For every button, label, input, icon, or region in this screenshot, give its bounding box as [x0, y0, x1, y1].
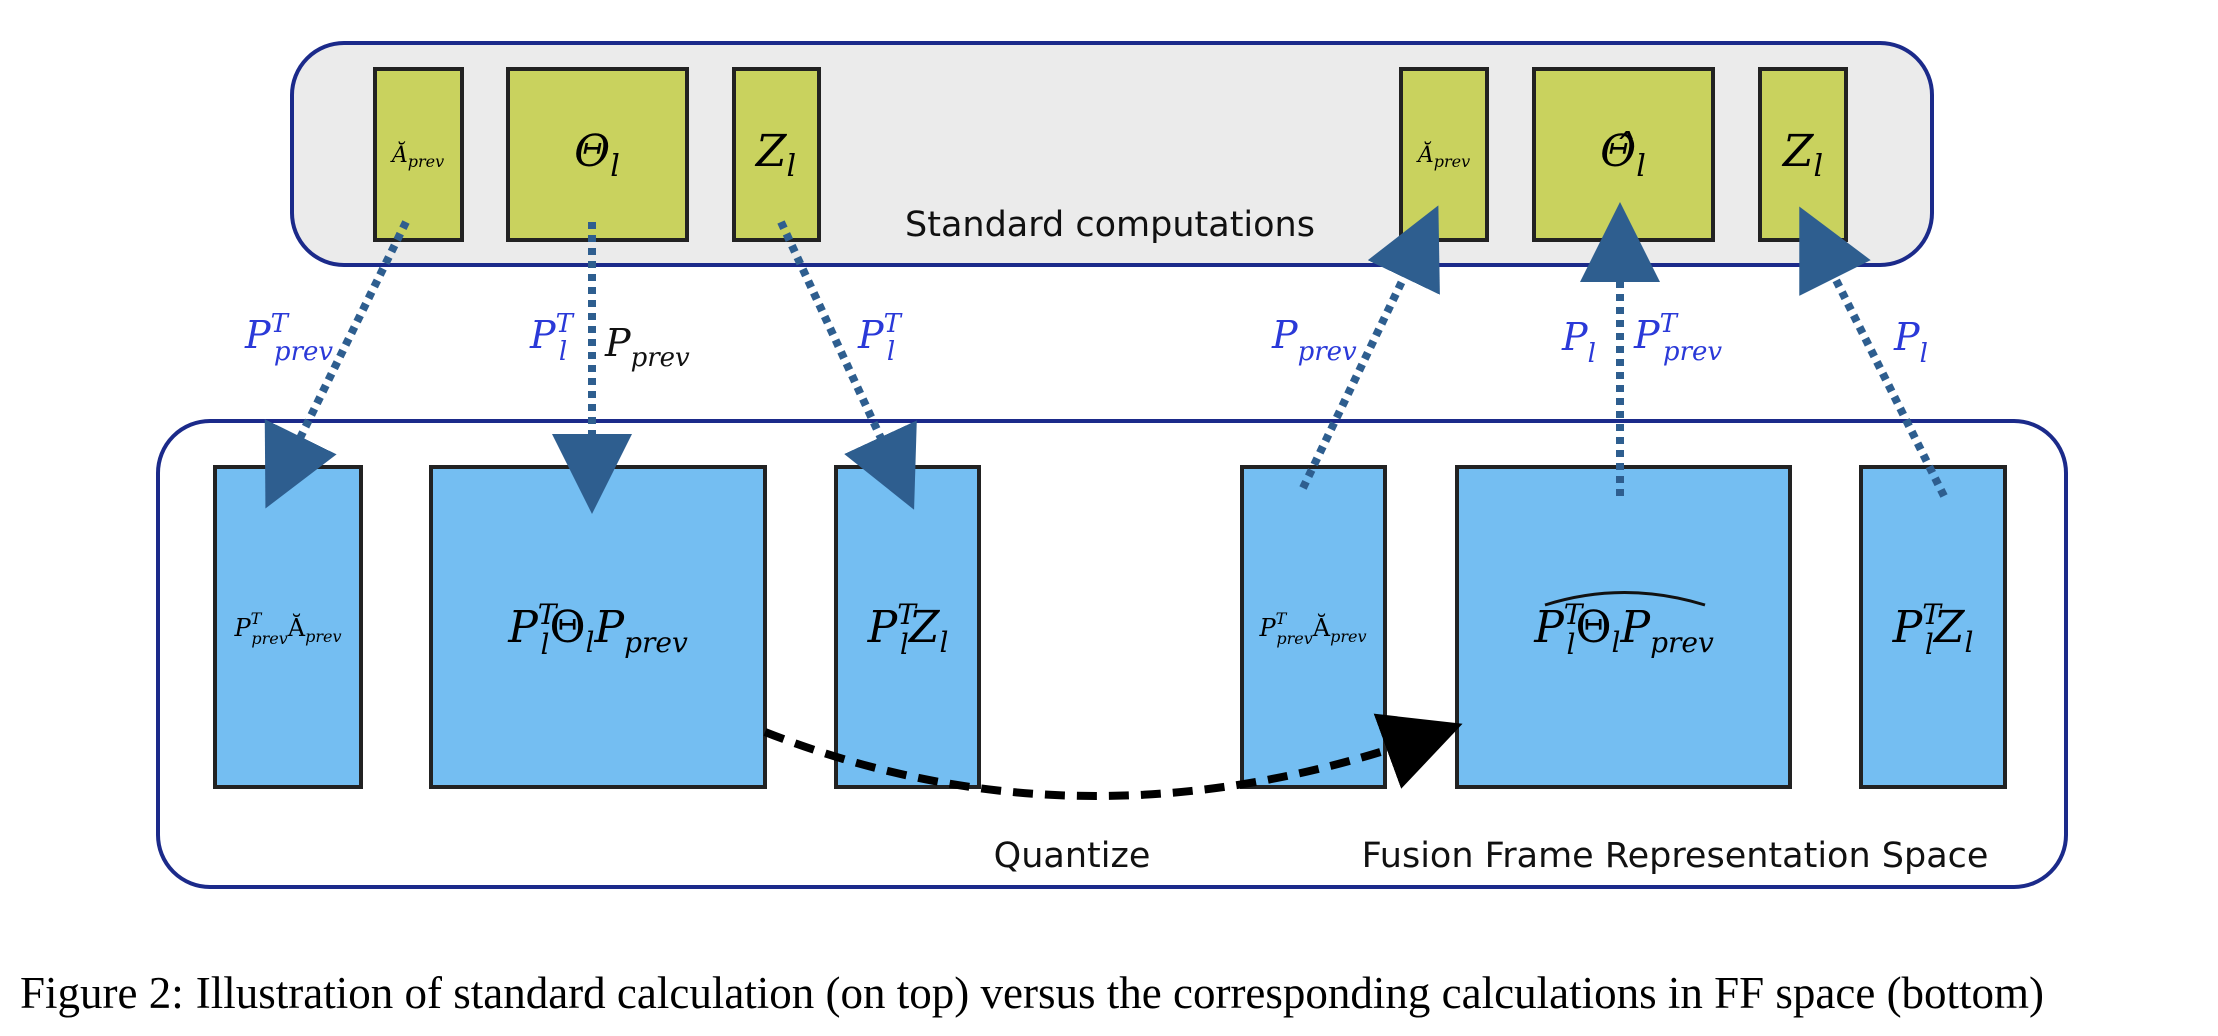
arrow-label-4: Pprev [1271, 313, 1357, 367]
top-box-z-l-2: Zl [1758, 67, 1848, 242]
figure-caption: Figure 2:Illustration of standard calcul… [20, 968, 2044, 1018]
hat-accent-icon [1544, 591, 1706, 607]
top-box-a-prev: Ăprev [373, 67, 464, 242]
standard-computations-label: Standard computations [905, 205, 1315, 245]
svg-text:Zl: Zl [1781, 126, 1823, 184]
top-box-z-l: Zl [732, 67, 821, 242]
top-box-a-prev-2: Ăprev [1399, 67, 1489, 242]
svg-text:Ăprev: Ăprev [1416, 141, 1470, 171]
arrow-down-1 [264, 220, 410, 509]
arrow-label-6: Pl [1893, 315, 1928, 369]
arrow-label-5-left: Pl [1561, 315, 1596, 369]
svg-text:Θ̂l: Θ̂l [1600, 126, 1646, 184]
svg-text:Ăprev: Ăprev [390, 141, 444, 171]
arrow-up-4 [1299, 205, 1440, 490]
top-box-a-prev-base: Ă [390, 141, 408, 168]
arrow-label-2-right: Pprev [604, 321, 690, 373]
top-panel [290, 41, 1934, 267]
quantize-arrow [763, 713, 1463, 800]
top-box-theta-hat-l: Θ̂l [1532, 67, 1715, 242]
ff-space-label: Fusion Frame Representation Space [1362, 836, 1989, 876]
arrow-up-6 [1799, 206, 1948, 498]
arrow-down-3 [777, 220, 917, 510]
top-box-theta-l: Θl [506, 67, 689, 242]
caption-prefix: Figure 2: [20, 968, 184, 1018]
quantize-label: Quantize [994, 836, 1151, 876]
caption-text: Illustration of standard calculation (on… [196, 968, 2044, 1018]
svg-text:Θl: Θl [574, 126, 620, 184]
svg-text:Zl: Zl [754, 126, 796, 184]
